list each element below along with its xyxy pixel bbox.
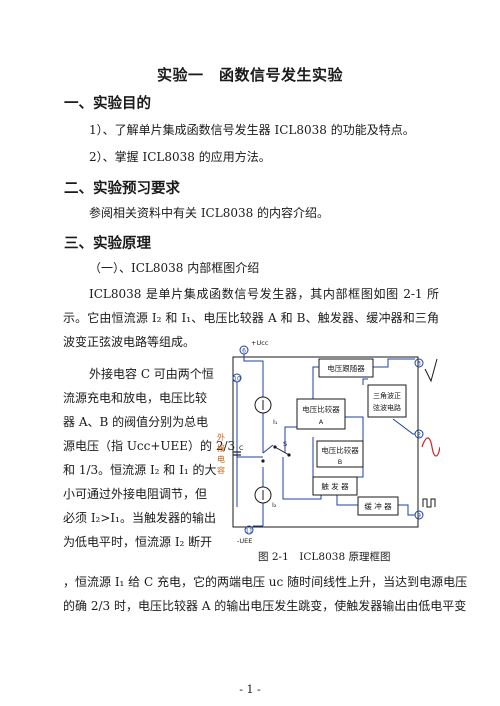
uee-label: -UEE — [237, 537, 252, 545]
pin-2-label: 2 — [417, 432, 421, 439]
switch-s: S — [261, 440, 291, 463]
pin-10: 10 — [232, 373, 242, 383]
side-line-8: 为低电平时，恒流源 I₂ 断开 — [63, 535, 213, 549]
current-source-i1: I₁ — [254, 396, 278, 426]
switch-label: S — [283, 440, 287, 448]
objective-item-1: 1）、了解单片集成函数信号发生器 ICL8038 的功能及特点。 — [89, 123, 415, 137]
side-line-3: 器 A、B 的阀值分别为总电 — [63, 415, 209, 429]
side-line-7: 必须 I₂>I₁。当触发器的输出 — [63, 511, 216, 525]
side-line-1: 外接电容 C 可由两个恒 — [89, 367, 214, 381]
ucc-label: +Ucc — [251, 339, 269, 347]
box-comparator-a: 电压比较器 A — [296, 398, 346, 430]
pin-3: 3 — [414, 358, 424, 368]
triangle-wave-icon — [424, 358, 438, 383]
side-line-4: 源电压（指 Ucc+UEE）的 2/3 — [63, 439, 236, 453]
subsection-heading: （一）、ICL8038 内部框图介绍 — [89, 261, 260, 275]
pin-11: 11 — [244, 525, 254, 535]
ext-cap-char-2: 接 — [217, 443, 225, 453]
section-heading-2: 二、实验预习要求 — [64, 180, 180, 197]
principle-paragraph: ICL8038 是单片集成函数信号发生器，其内部框图如图 2-1 所示。它由恒流… — [63, 287, 439, 349]
icl8038-block-diagram: 6 +Ucc 10 11 -UEE 3 2 9 — [217, 339, 440, 545]
pin-2: 2 — [414, 429, 424, 439]
page-number: - 1 - — [239, 683, 261, 696]
box-trigger: 触 发 器 — [312, 476, 358, 496]
ext-cap-char-1: 外 — [217, 432, 225, 442]
svg-text:A: A — [319, 418, 324, 426]
preview-text: 参阅相关资料中有关 ICL8038 的内容介绍。 — [89, 206, 330, 220]
capacitor-c: C — [233, 444, 244, 456]
pin-6: 6 — [239, 345, 249, 355]
current-source-i2: I₂ — [254, 486, 277, 509]
i2-label: I₂ — [272, 501, 277, 509]
svg-text:触 发 器: 触 发 器 — [321, 481, 349, 491]
chip-frame — [232, 356, 419, 528]
square-wave-icon — [422, 498, 436, 508]
svg-text:电压比较器: 电压比较器 — [302, 404, 340, 414]
pin-3-label: 3 — [417, 361, 421, 368]
section-heading-3: 三、实验原理 — [64, 235, 151, 252]
ext-cap-char-3: 电 — [217, 454, 225, 464]
box-voltage-follower: 电压跟随器 — [318, 358, 374, 378]
svg-text:弦波电路: 弦波电路 — [373, 403, 401, 412]
figure-caption: 图 2-1 ICL8038 原理框图 — [258, 551, 391, 563]
pin-9: 9 — [414, 510, 424, 520]
box-buffer: 缓 冲 器 — [357, 496, 399, 516]
box-tri-to-sine: 三角波正 弦波电路 — [367, 384, 407, 418]
sine-wave-icon — [421, 437, 440, 457]
svg-text:三角波正: 三角波正 — [373, 391, 401, 400]
continuation-line-1: ，恒流源 I₁ 给 C 充电，它的两端电压 uc 随时间线性上升，当达到电源电压 — [63, 575, 468, 589]
svg-text:电压跟随器: 电压跟随器 — [327, 363, 365, 373]
pin-11-label: 11 — [245, 528, 253, 535]
svg-text:B: B — [338, 458, 342, 466]
section-heading-1: 一、实验目的 — [64, 95, 151, 112]
objective-item-2: 2）、掌握 ICL8038 的应用方法。 — [89, 150, 271, 164]
page-title: 实验一 函数信号发生实验 — [156, 66, 343, 84]
pin-9-label: 9 — [417, 513, 421, 520]
cap-label: C — [239, 444, 244, 452]
box-comparator-b: 电压比较器 B — [316, 440, 364, 468]
side-line-6: 小可通过外接电阻调节，但 — [63, 487, 208, 501]
side-line-2: 流源充电和放电，电压比较 — [63, 391, 208, 405]
side-line-5: 和 1/3。恒流源 I₂ 和 I₁ 的大 — [63, 463, 217, 477]
pin-6-label: 6 — [242, 348, 246, 355]
pin-10-label: 10 — [233, 376, 241, 383]
i1-label: I₁ — [273, 418, 278, 426]
ext-cap-label: 外 接 电 容 — [217, 432, 225, 475]
svg-text:电压比较器: 电压比较器 — [321, 445, 359, 455]
svg-text:缓 冲 器: 缓 冲 器 — [364, 501, 392, 511]
ext-cap-char-4: 容 — [217, 465, 225, 475]
continuation-line-2: 的确 2/3 时，电压比较器 A 的输出电压发生跳变，使触发器输出由低电平变 — [63, 599, 467, 613]
